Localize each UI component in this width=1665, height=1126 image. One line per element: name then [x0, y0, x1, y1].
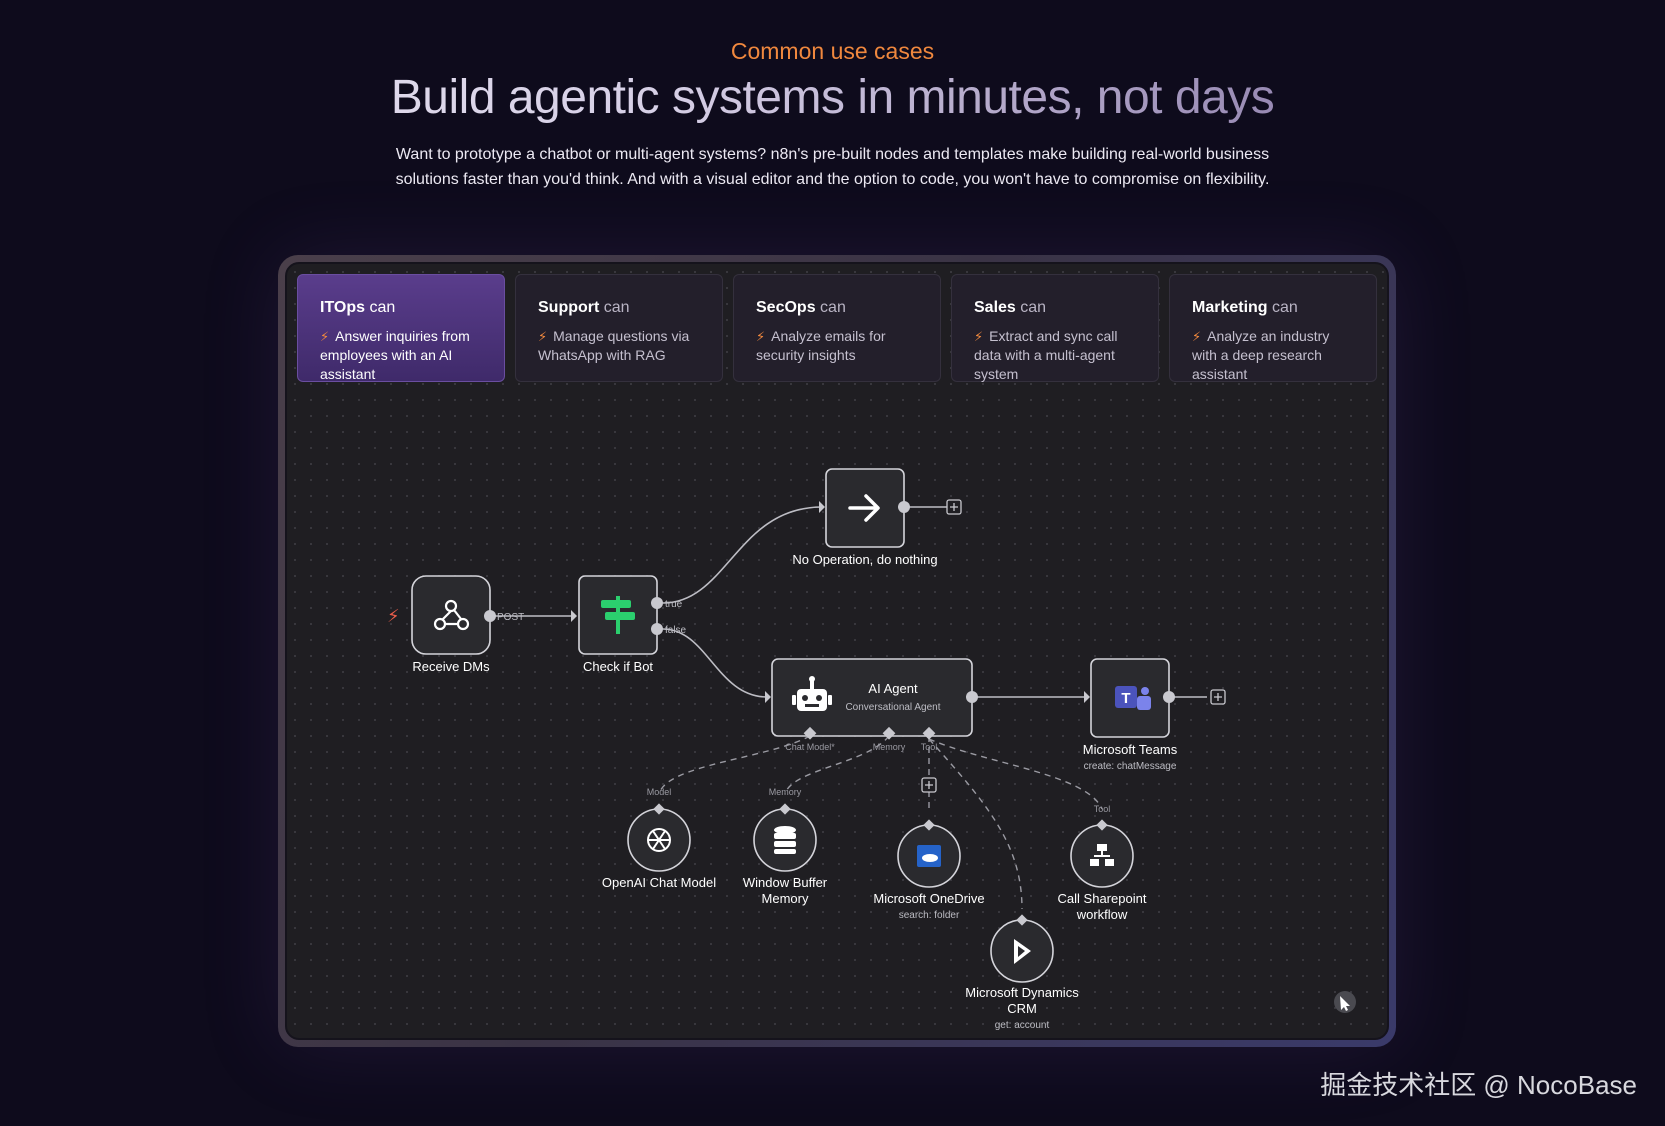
graph-label: Microsoft OneDrive: [873, 891, 984, 906]
tab-marketing[interactable]: Marketing can ⚡︎Analyze an industry with…: [1169, 274, 1377, 382]
graph-label: Microsoft Teams: [1083, 742, 1178, 757]
graph-label: AI Agent: [868, 681, 918, 696]
tab-description: Answer inquiries from employees with an …: [320, 328, 470, 382]
graph-label: Tool: [1094, 804, 1111, 814]
sub-connection-line: [928, 738, 1103, 810]
watermark: 掘金技术社区 @ NocoBase: [1320, 1070, 1637, 1100]
section-eyebrow: Common use cases: [730, 38, 935, 64]
robot-icon: [792, 676, 832, 711]
microsoft-teams-icon: T: [1115, 686, 1151, 710]
workflow-graph: ⚡︎ Receive DMs POST: [387, 468, 1356, 1031]
sub-connection-line: [784, 735, 890, 795]
section-headline: Build agentic systems in minutes, not da…: [0, 70, 1665, 125]
tab-title: ITOps can: [320, 299, 396, 316]
tab-description: Analyze an industry with a deep research…: [1192, 328, 1330, 382]
demo-frame: ITOps can ⚡︎Answer inquiries from employ…: [278, 255, 1396, 1047]
graph-label: POST: [497, 612, 524, 623]
bolt-icon: ⚡︎: [538, 329, 548, 344]
tab-description: Manage questions via WhatsApp with RAG: [538, 328, 690, 363]
node-no-operation[interactable]: No Operation, do nothing: [792, 468, 938, 567]
tab-title: SecOps can: [756, 299, 846, 316]
bolt-icon: ⚡︎: [974, 329, 984, 344]
dynamics-icon: [1014, 939, 1031, 964]
graph-label: T: [1121, 690, 1130, 707]
graph-label: OpenAI Chat Model: [602, 875, 716, 890]
graph-label: Tool: [921, 742, 938, 752]
connection-line: [662, 628, 768, 698]
graph-label: Model: [647, 787, 672, 797]
tab-itops[interactable]: ITOps can ⚡︎Answer inquiries from employ…: [297, 274, 505, 382]
node-microsoft-teams[interactable]: T Microsoft Teams create: chatMessage: [1083, 658, 1178, 772]
signpost-icon: [601, 596, 635, 634]
node-receive-dms[interactable]: Receive DMs: [411, 575, 496, 674]
graph-label: Memory: [769, 787, 802, 797]
bolt-icon: ⚡︎: [756, 329, 766, 344]
tab-title: Support can: [538, 299, 630, 316]
add-node-plus-icon[interactable]: [1210, 689, 1226, 705]
graph-label: Conversational Agent: [845, 702, 940, 713]
tab-title: Sales can: [974, 299, 1047, 316]
graph-label: search: folder: [899, 910, 960, 921]
workflow-canvas[interactable]: ITOps can ⚡︎Answer inquiries from employ…: [285, 262, 1389, 1040]
graph-label: Memory: [762, 891, 809, 906]
node-microsoft-onedrive[interactable]: Microsoft OneDrive search: folder: [873, 819, 985, 921]
graph-label: CRM: [1007, 1001, 1037, 1016]
tab-title: Marketing can: [1192, 299, 1298, 316]
bolt-icon: ⚡︎: [1192, 329, 1202, 344]
node-ai-agent[interactable]: AI Agent Conversational Agent: [765, 658, 978, 740]
graph-label: Window Buffer: [743, 875, 828, 890]
add-node-plus-icon[interactable]: [946, 499, 962, 515]
connection-line: [662, 506, 823, 604]
graph-label: Receive DMs: [412, 659, 490, 674]
graph-label: Call Sharepoint: [1058, 891, 1147, 906]
sub-connection-line: [928, 738, 1023, 910]
graph-label: workflow: [1076, 907, 1128, 922]
node-openai-chat-model[interactable]: Model OpenAI Chat Model: [602, 787, 716, 890]
sitemap-icon: [1090, 844, 1114, 866]
graph-label: Check if Bot: [583, 659, 653, 674]
tab-secops[interactable]: SecOps can ⚡︎Analyze emails for security…: [733, 274, 941, 382]
node-microsoft-dynamics-crm[interactable]: Microsoft Dynamics CRM get: account: [965, 914, 1079, 1031]
node-check-if-bot[interactable]: Check if Bot: [578, 575, 663, 674]
graph-label: false: [665, 625, 687, 636]
tab-sales[interactable]: Sales can ⚡︎Extract and sync call data w…: [951, 274, 1159, 382]
use-case-tabs: ITOps can ⚡︎Answer inquiries from employ…: [297, 274, 1377, 382]
openai-icon: [647, 828, 671, 852]
trigger-bolt-icon: ⚡︎: [387, 606, 400, 626]
node-window-buffer-memory[interactable]: Memory Window Buffer Memory: [743, 787, 828, 906]
section-description: Want to prototype a chatbot or multi-age…: [395, 146, 1270, 188]
database-icon: [774, 826, 796, 854]
bolt-icon: ⚡︎: [320, 329, 330, 344]
tab-description: Analyze emails for security insights: [756, 328, 886, 363]
graph-label: get: account: [995, 1020, 1050, 1031]
graph-label: true: [665, 599, 683, 610]
webhook-icon: [433, 599, 470, 631]
graph-label: create: chatMessage: [1084, 761, 1177, 772]
node-call-sharepoint-workflow[interactable]: Tool Call Sharepoint workflow: [1058, 804, 1147, 922]
add-tool-plus-icon[interactable]: [921, 777, 937, 793]
onedrive-icon: [917, 845, 941, 867]
cursor-icon: [1334, 991, 1356, 1013]
arrow-right-icon: [848, 494, 880, 522]
tab-support[interactable]: Support can ⚡︎Manage questions via Whats…: [515, 274, 723, 382]
graph-label: Memory: [873, 742, 906, 752]
sub-connection-line: [658, 735, 811, 795]
graph-label: Microsoft Dynamics: [965, 985, 1079, 1000]
graph-label: No Operation, do nothing: [792, 552, 937, 567]
graph-label: Chat Model*: [785, 742, 835, 752]
tab-description: Extract and sync call data with a multi-…: [974, 328, 1118, 382]
